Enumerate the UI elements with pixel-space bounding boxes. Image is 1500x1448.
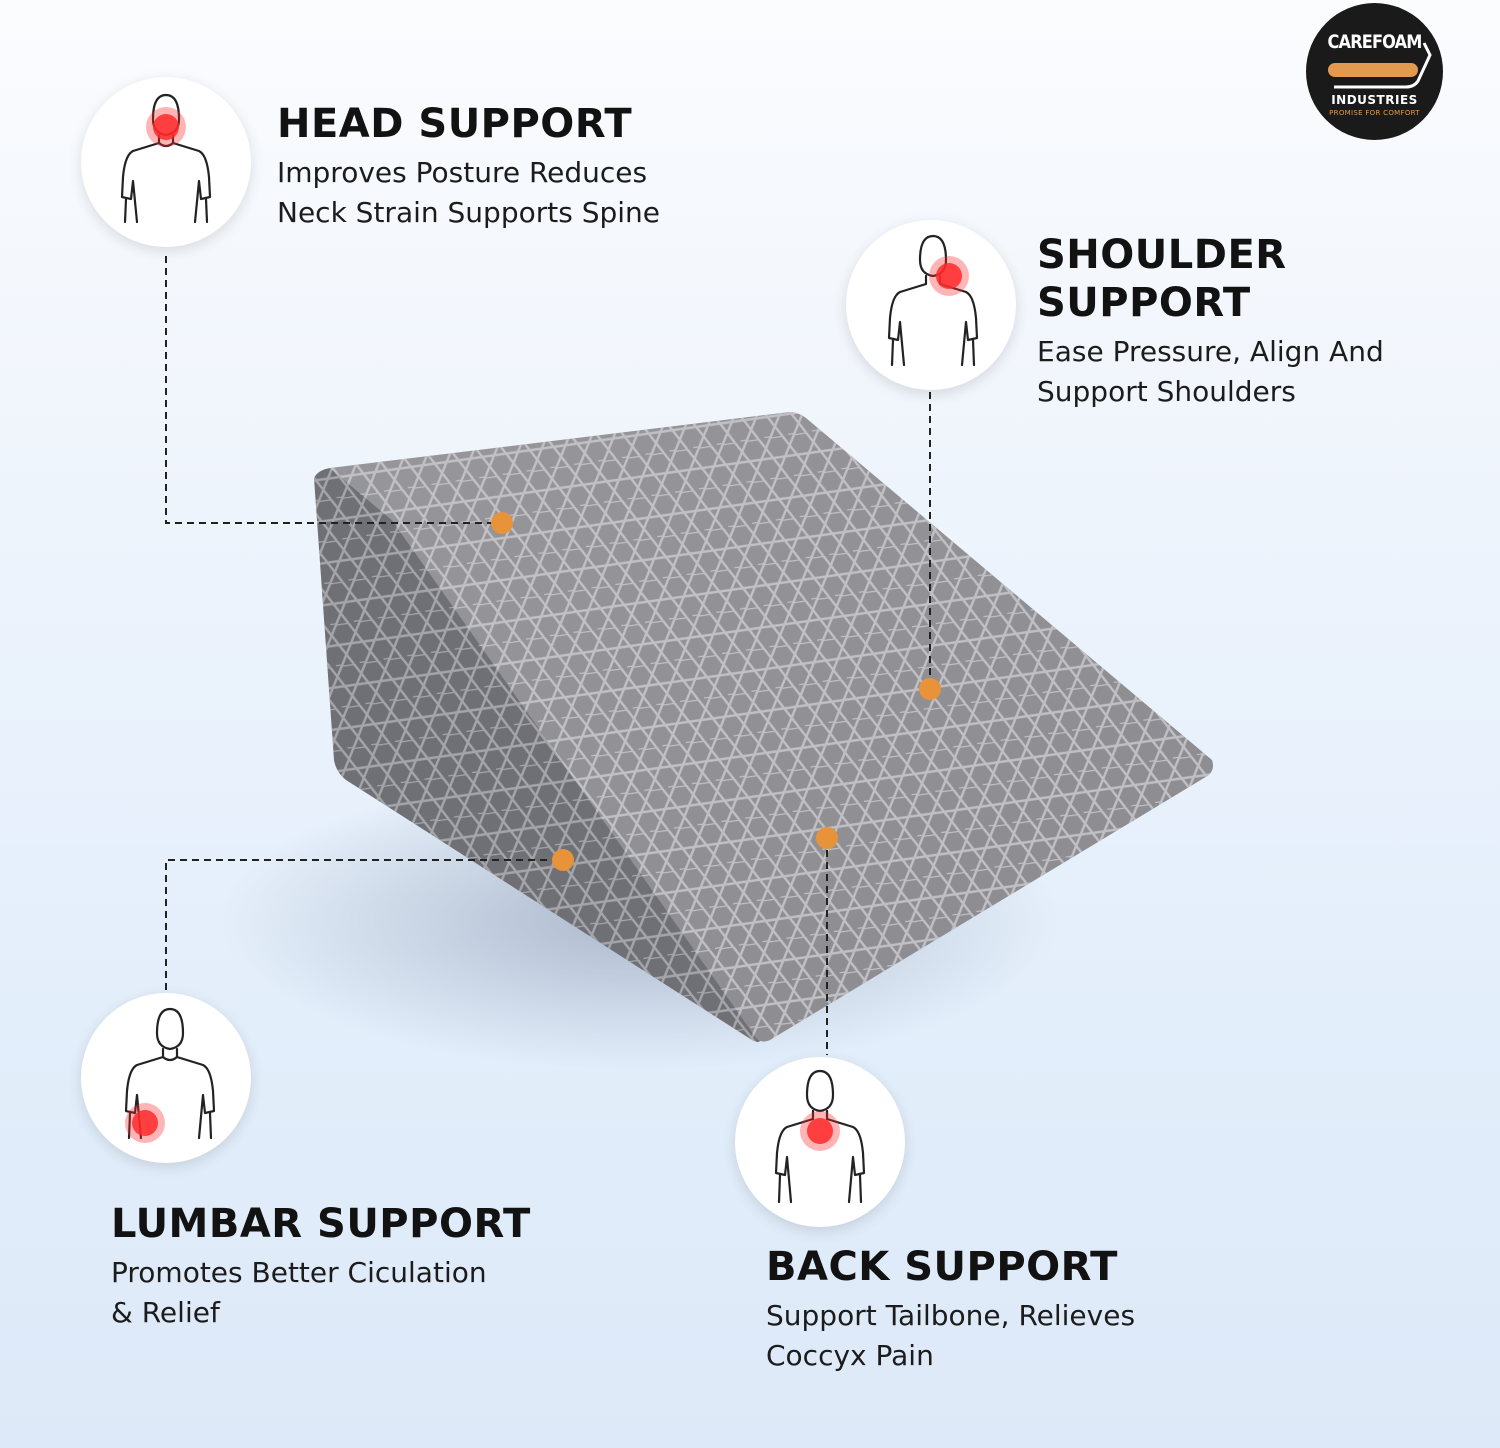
lumbar-support-description: Promotes Better Ciculation & Relief (111, 1256, 487, 1329)
brand-tagline: PROMISE FOR COMFORT (1329, 109, 1420, 117)
back-support-title: BACK SUPPORT (766, 1244, 1118, 1290)
lumbar-pain-icon (124, 1007, 216, 1143)
shoulder-support-icon-circle (846, 220, 1016, 390)
head-support-title: HEAD SUPPORT (277, 101, 633, 147)
lumbar-marker-dot (552, 849, 574, 871)
shoulder-support-description: Ease Pressure, Align And Support Shoulde… (1037, 335, 1384, 408)
shoulder-support-title: SHOULDER SUPPORT (1037, 232, 1287, 326)
logo-accent-bar (1328, 63, 1418, 77)
head-support-description: Improves Posture Reduces Neck Strain Sup… (277, 156, 661, 229)
brand-name: CAREFOAM (1327, 31, 1423, 53)
logo-swoosh-icon (1334, 42, 1432, 89)
head-pain-icon (120, 93, 212, 224)
head-connector-line (165, 256, 500, 524)
connector-lines (165, 256, 931, 1055)
back-support-icon-circle (735, 1057, 905, 1227)
lumbar-support-icon-circle (81, 993, 251, 1163)
wedge-top-face (330, 412, 1213, 1042)
back-marker-dot (816, 827, 838, 849)
brand-logo-badge: CAREFOAM INDUSTRIES PROMISE FOR COMFORT (1306, 3, 1443, 140)
back-pain-icon (774, 1069, 866, 1204)
brand-subtitle: INDUSTRIES (1331, 93, 1418, 107)
head-support-icon-circle (81, 77, 251, 247)
shoulder-pain-icon (887, 234, 979, 367)
lumbar-support-title: LUMBAR SUPPORT (111, 1201, 531, 1247)
head-marker-dot (491, 512, 513, 534)
wedge-side-face (314, 468, 760, 1042)
back-support-description: Support Tailbone, Relieves Coccyx Pain (766, 1299, 1136, 1372)
shoulder-marker-dot (919, 678, 941, 700)
